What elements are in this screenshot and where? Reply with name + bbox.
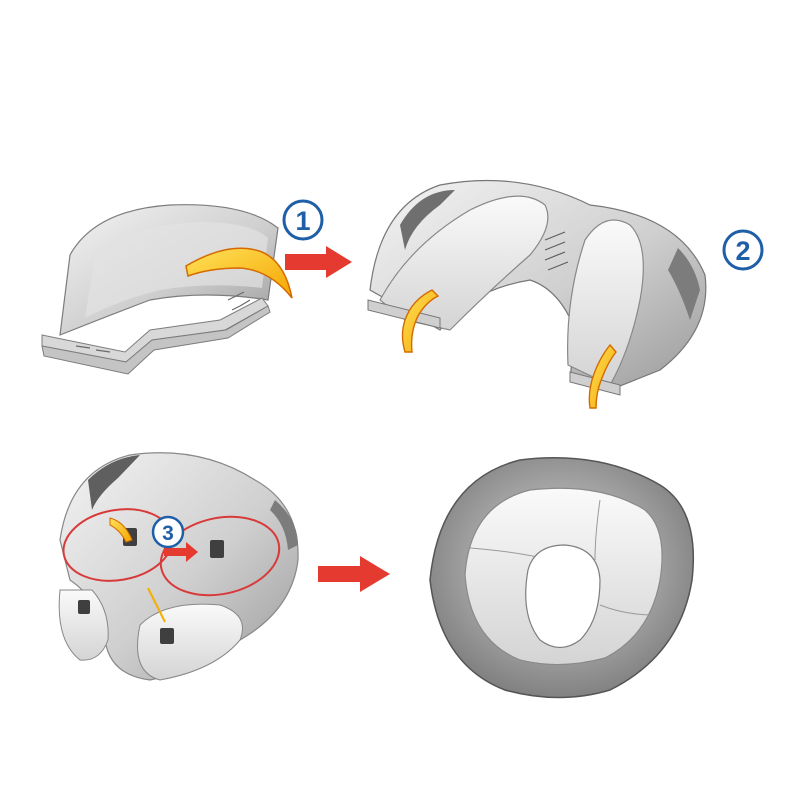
step-2-number: 2 [735, 236, 750, 266]
step-1-number-badge: 1 [282, 199, 324, 241]
underside-seat-illustration [58, 452, 299, 681]
step-2-number-badge: 2 [722, 229, 764, 271]
step-3-panel: 3 [58, 452, 390, 681]
red-arrow-3 [318, 556, 390, 592]
step-1-panel: 1 [41, 199, 352, 375]
step-3-number-badge: 3 [151, 515, 185, 549]
fold-arrow-right-yellow [588, 343, 617, 409]
assembled-seat-illustration [429, 457, 695, 699]
latch-guide-line [147, 587, 166, 623]
unfolded-seat-illustration [367, 179, 707, 409]
red-arrow-1 [285, 246, 352, 278]
step-3-number: 3 [162, 522, 174, 545]
latch-arrow-yellow [109, 517, 133, 543]
result-panel [429, 457, 695, 699]
highlight-ring-right [159, 515, 281, 597]
latch-red-arrow [164, 542, 198, 562]
folded-seat-illustration [41, 204, 293, 375]
unfold-arrow-yellow [185, 247, 293, 299]
step-2-panel: 2 [367, 179, 764, 409]
step-1-number: 1 [295, 206, 310, 236]
fold-arrow-left-yellow [401, 289, 440, 353]
